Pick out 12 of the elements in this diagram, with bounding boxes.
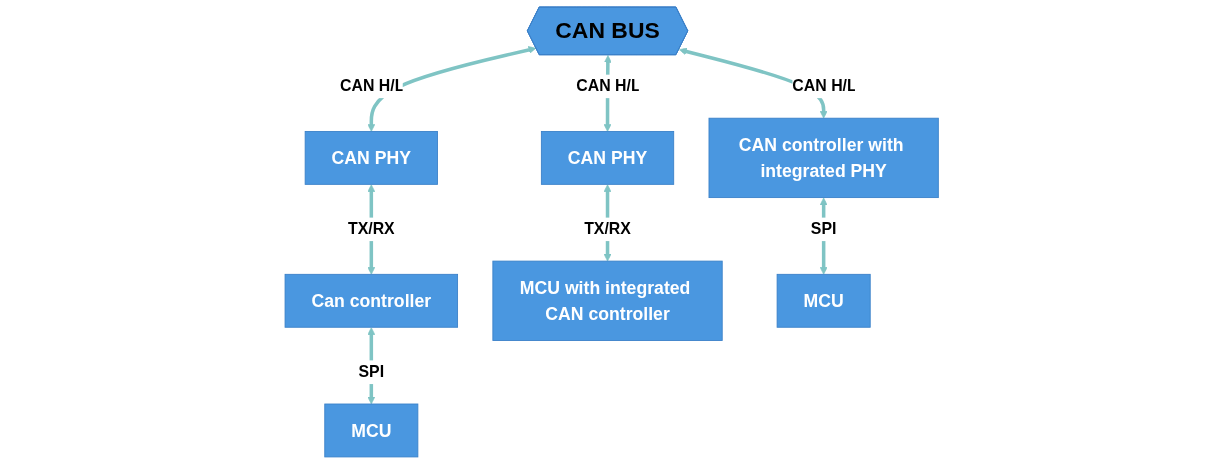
node-box: MCU [776,273,871,328]
edge-label: SPI [358,362,385,381]
node-box: CAN controller with integrated PHY [708,117,940,199]
node-box: MCU with integrated CAN controller [492,260,723,341]
node-box: MCU [324,403,419,458]
node-box: Can controller [284,273,459,328]
node-box: CAN PHY [541,131,675,185]
edge-label: TX/RX [584,220,632,238]
edge-label: TX/RX [348,220,395,238]
node-box: CAN PHY [305,131,439,185]
arrow [367,46,537,132]
edge-label: SPI [811,220,837,238]
